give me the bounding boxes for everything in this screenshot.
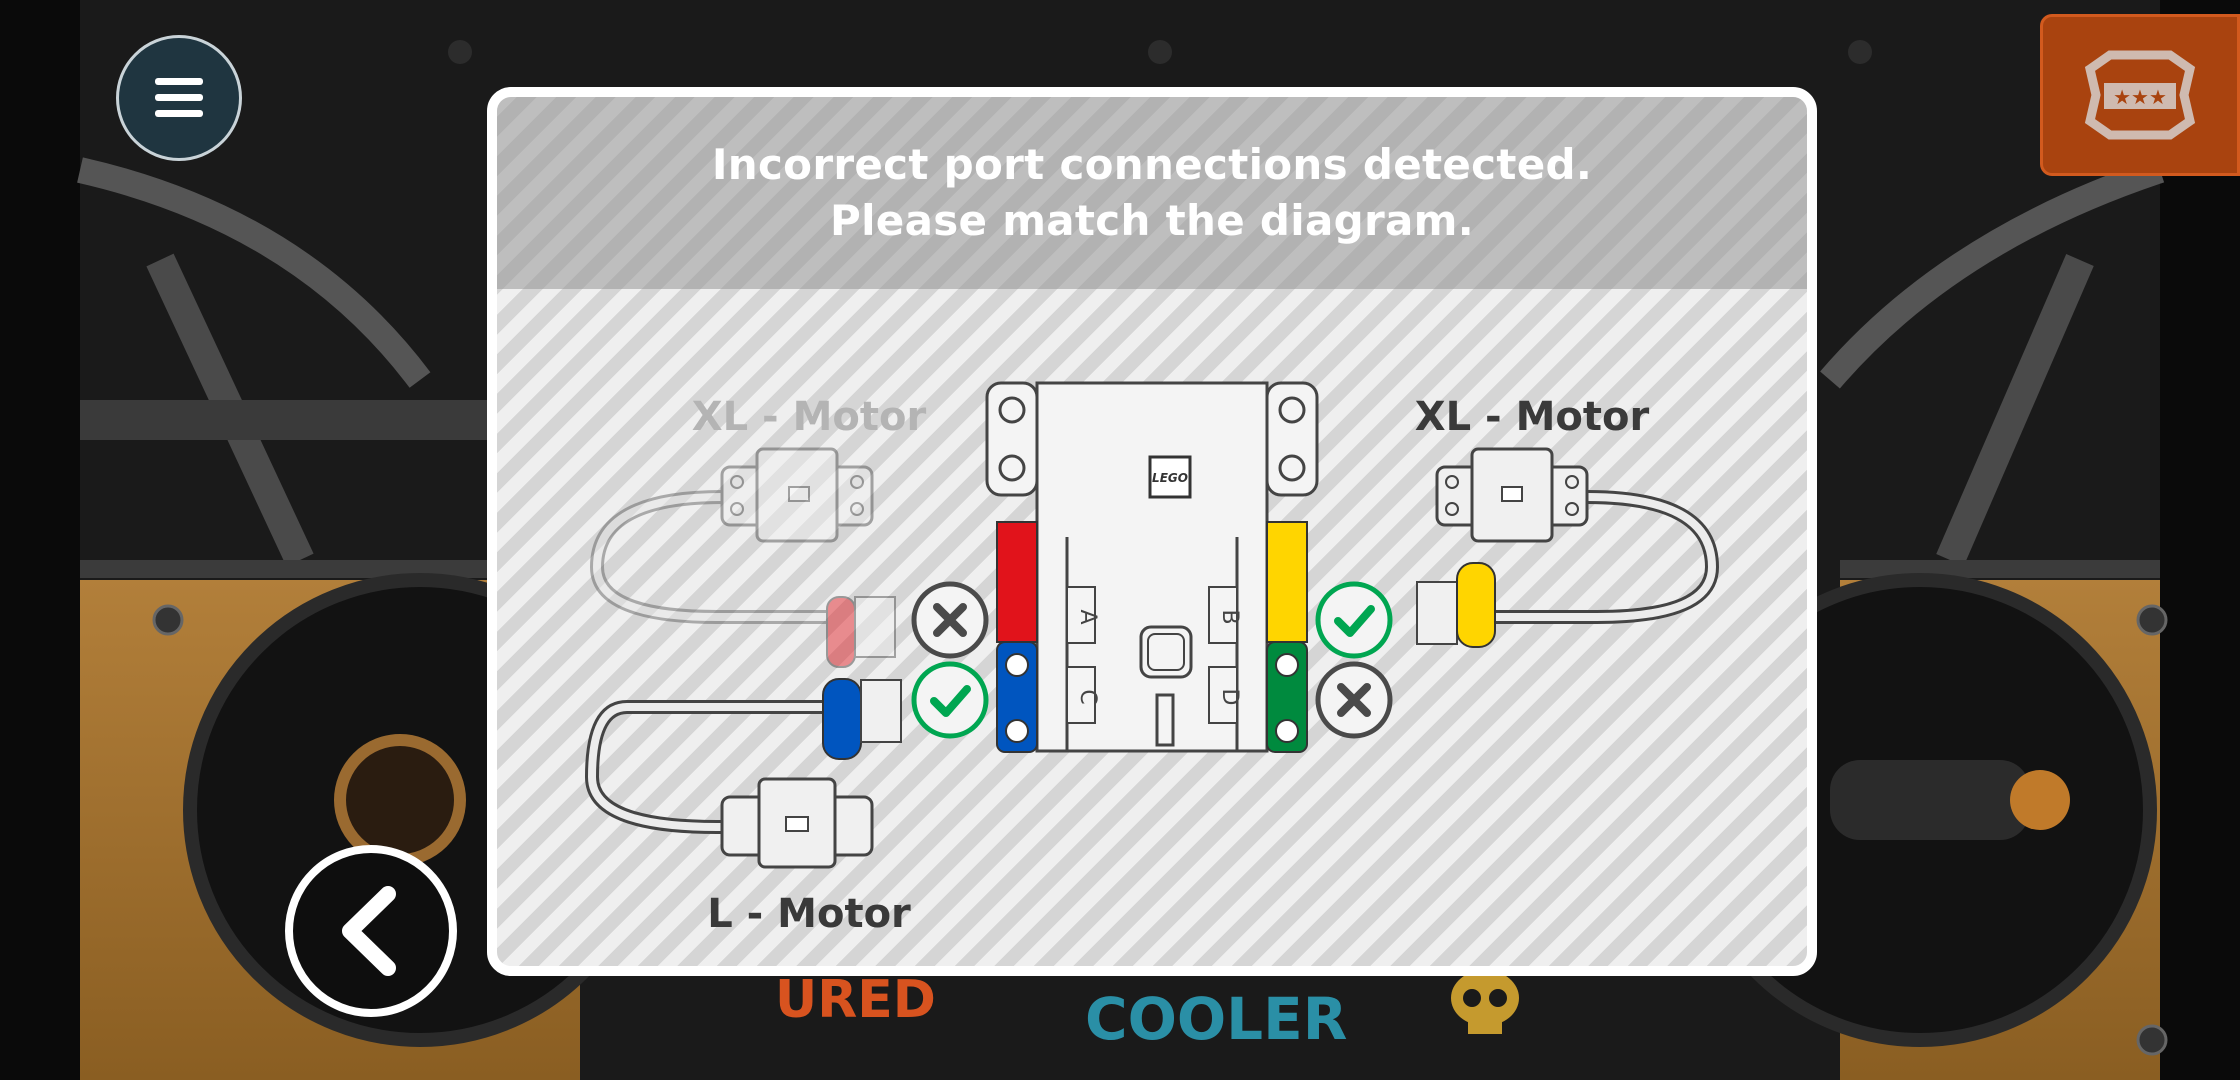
lego-logo-icon: LEGO <box>1148 455 1192 499</box>
port-d-label: D <box>1217 689 1242 706</box>
l-motor-plug <box>822 678 862 760</box>
left-top-xl-motor <box>589 447 896 668</box>
left-bottom-motor-label: L - Motor <box>707 891 911 937</box>
port-a-label: A <box>1075 609 1100 624</box>
hub: LEGO A C B D <box>985 381 1319 753</box>
port-d-error-x-icon <box>1315 661 1393 739</box>
left-top-motor-label: XL - Motor <box>692 394 927 440</box>
dialog-title-line2: Please match the diagram. <box>830 196 1474 245</box>
port-a-strip <box>996 521 1038 643</box>
port-diagram: LEGO A C B D <box>584 381 1720 937</box>
port-connection-dialog: Incorrect port connections detected. Ple… <box>487 87 1817 976</box>
armor-badge-button[interactable]: ★★★ <box>2040 14 2240 176</box>
sticker-cooler: COOLER <box>1085 985 1348 1053</box>
port-b-strip <box>1266 521 1308 643</box>
left-bottom-l-motor <box>584 678 902 869</box>
port-b-label: B <box>1217 609 1242 624</box>
port-a-error-x-icon <box>911 581 989 659</box>
sticker-ured: URED <box>775 970 936 1030</box>
port-c-label: C <box>1075 689 1100 704</box>
port-c-success-check-icon <box>911 661 989 739</box>
hamburger-menu-icon <box>155 78 203 117</box>
xl-motor-plug-yellow <box>1456 562 1496 648</box>
right-top-xl-motor <box>1416 447 1720 648</box>
port-b-success-check-icon <box>1315 581 1393 659</box>
hub-logo-text: LEGO <box>1152 471 1188 485</box>
dialog-header: Incorrect port connections detected. Ple… <box>497 97 1807 289</box>
back-button[interactable] <box>285 845 457 1017</box>
svg-text:★★★: ★★★ <box>2113 85 2167 109</box>
right-top-motor-label: XL - Motor <box>1415 394 1650 440</box>
skull-sticker-icon <box>1430 968 1540 1038</box>
menu-button[interactable] <box>116 35 242 161</box>
armor-badge-icon: ★★★ <box>2084 50 2196 140</box>
chevron-left-icon <box>342 886 396 976</box>
dialog-title-line1: Incorrect port connections detected. <box>711 140 1593 189</box>
